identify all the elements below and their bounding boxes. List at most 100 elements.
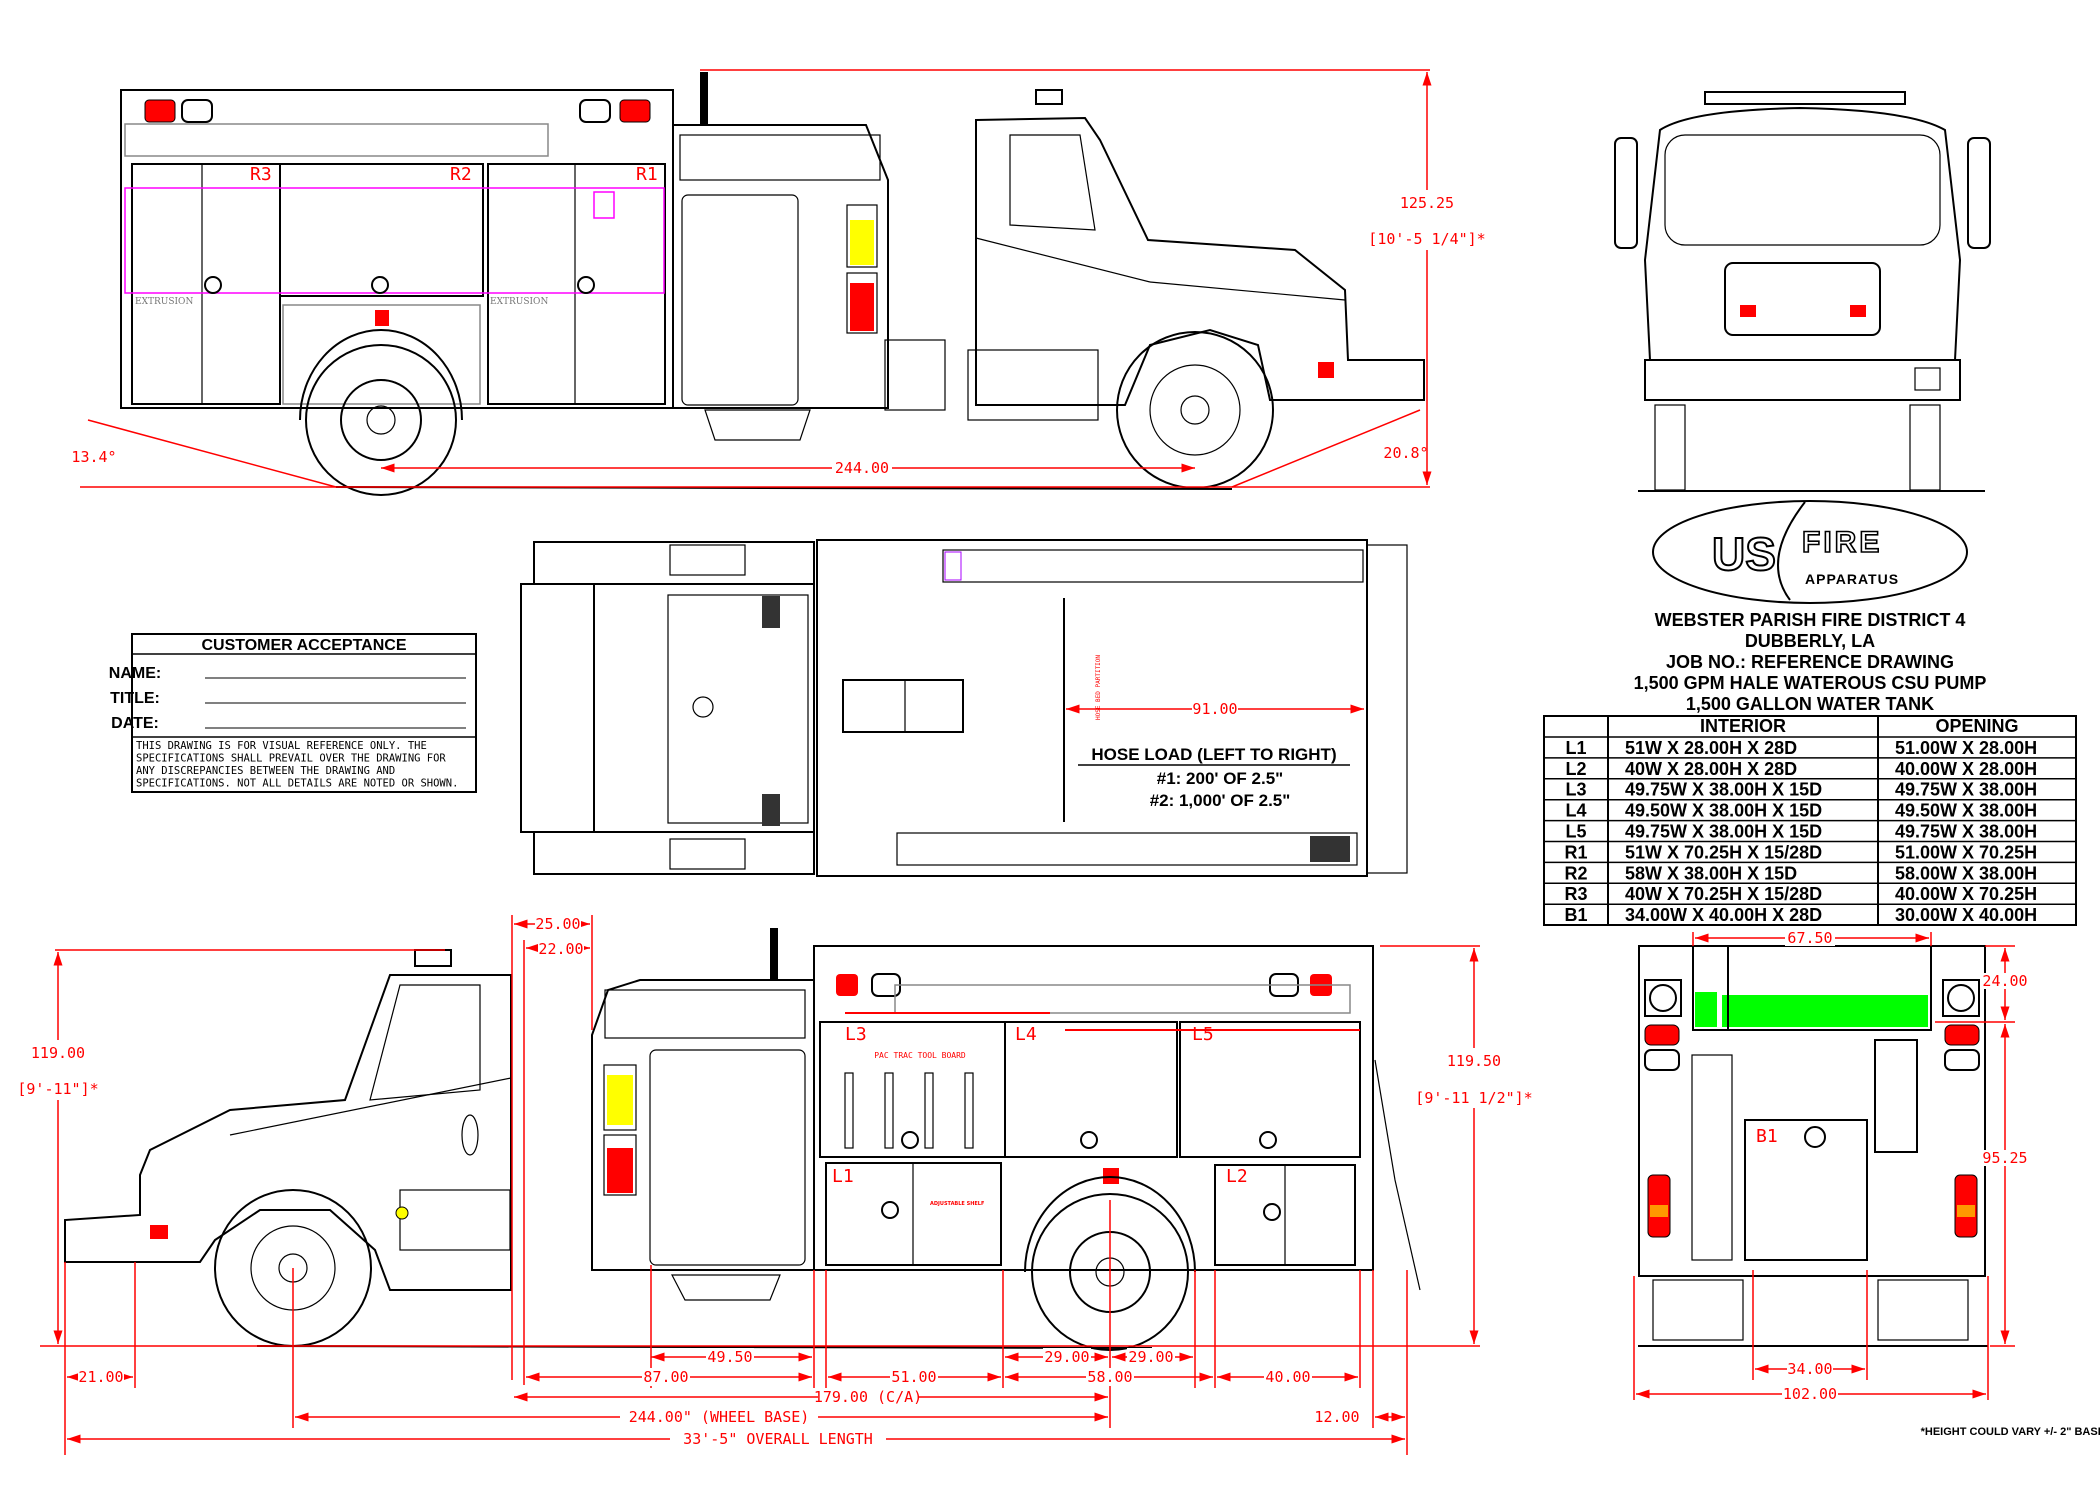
department-name: WEBSTER PARISH FIRE DISTRICT 4: [1655, 610, 1966, 630]
label-l5: L5: [1192, 1024, 1214, 1045]
svg-text:SPECIFICATIONS SHALL PREVAIL O: SPECIFICATIONS SHALL PREVAIL OVER THE DR…: [136, 753, 446, 765]
svg-text:58.00: 58.00: [1087, 1368, 1132, 1386]
height-footnote: *HEIGHT COULD VARY +/- 2" BASED ON LOADI…: [1921, 1426, 2100, 1438]
overall-length-dimension: 33'-5" OVERALL LENGTH: [683, 1430, 873, 1448]
marker-light: [375, 310, 389, 326]
svg-text:29.00: 29.00: [1044, 1348, 1089, 1366]
tool-board-brackets: [844, 1072, 974, 1149]
rear-view: B1 67.50 24.00 95.25 34.00 102.00: [1633, 929, 2028, 1403]
header-opening: OPENING: [1935, 716, 2018, 736]
header-interior: INTERIOR: [1700, 716, 1786, 736]
svg-text:29.00: 29.00: [1128, 1348, 1173, 1366]
cab-and-chassis: [967, 89, 1425, 421]
opening-dimensions: 40.00W X 70.25H: [1895, 884, 2037, 904]
warning-light: [619, 99, 651, 123]
opening-dimensions: 49.50W X 38.00H: [1895, 801, 2037, 821]
top-plan-view: HOSE BED PARTITION 91.00 HOSE LOAD (LEFT…: [520, 539, 1408, 877]
svg-text:22.00: 22.00: [538, 940, 583, 958]
svg-text:[9'-11"]*: [9'-11"]*: [17, 1080, 98, 1098]
date-label: DATE:: [111, 715, 159, 732]
svg-text:ANY DISCREPANCIES BETWEEN THE: ANY DISCREPANCIES BETWEEN THE DRAWING AN…: [136, 765, 395, 777]
front-view: [1614, 91, 1991, 492]
hose-load-2: #2: 1,000' OF 2.5": [1150, 791, 1291, 810]
interior-dimensions: 49.50W X 38.00H X 15D: [1625, 801, 1822, 821]
rear-steps: [1691, 1054, 1733, 1261]
label-l4: L4: [1015, 1024, 1037, 1045]
departure-angle: 20.8°: [1383, 444, 1428, 462]
front-wheel: [1116, 331, 1274, 489]
tank-spec: 1,500 GALLON WATER TANK: [1686, 694, 1934, 714]
svg-text:34.00: 34.00: [1787, 1360, 1832, 1378]
title-block: WEBSTER PARISH FIRE DISTRICT 4 DUBBERLY,…: [1634, 610, 1987, 714]
svg-text:119.00: 119.00: [31, 1044, 85, 1062]
opening-dimensions: 40.00W X 28.00H: [1895, 759, 2037, 779]
interior-dimensions: 49.75W X 38.00H X 15D: [1625, 780, 1822, 800]
compartment-id: L2: [1565, 759, 1586, 779]
label-r1: R1: [636, 164, 658, 185]
driver-side-view: L3 PAC TRAC TOOL BOARD L4 L5 L1 L2 ADJUS…: [17, 914, 1533, 1455]
cab-to-axle-dimension: 179.00 (C/A): [814, 1388, 922, 1406]
light-bar: [1704, 91, 1906, 105]
pump-spec: 1,500 GPM HALE WATEROUS CSU PUMP: [1634, 673, 1987, 693]
hose-load-title: HOSE LOAD (LEFT TO RIGHT): [1091, 745, 1336, 764]
compartment-id: R2: [1564, 863, 1587, 883]
mirror: [1967, 137, 1991, 249]
cab-and-chassis: [64, 949, 512, 1291]
tool-board-label: PAC TRAC TOOL BOARD: [874, 1051, 966, 1060]
deck-gun: [700, 72, 708, 124]
location: DUBBERLY, LA: [1745, 631, 1875, 651]
height-feet-dimension: [10'-5 1/4"]*: [1368, 230, 1485, 248]
warning-light: [144, 99, 176, 123]
opening-dimensions: 49.75W X 38.00H: [1895, 822, 2037, 842]
hose-bed-partition-label: HOSE BED PARTITION: [1095, 655, 1102, 720]
height-dimension: 125.25: [1400, 194, 1454, 212]
pump-house: [591, 928, 815, 1301]
marker-light: [181, 99, 213, 123]
officer-side-view: R3 R2 R1 EXTRUSION EXTRUSION 125.25 [10'…: [71, 69, 1486, 496]
interior-dimensions: 40W X 28.00H X 28D: [1625, 759, 1797, 779]
svg-text:40.00: 40.00: [1265, 1368, 1310, 1386]
svg-text:[9'-11 1/2"]*: [9'-11 1/2"]*: [1415, 1089, 1532, 1107]
front-bumper: [1644, 359, 1961, 401]
svg-text:12.00: 12.00: [1314, 1408, 1359, 1426]
compartment-l5: [1179, 1021, 1361, 1158]
label-l3: L3: [845, 1024, 867, 1045]
adjustable-shelf-label: ADJUSTABLE SHELF: [930, 1201, 984, 1207]
hose-bed-width-dimension: 67.50: [1787, 929, 1832, 947]
hose-load-1: #1: 200' OF 2.5": [1157, 769, 1283, 788]
svg-text:87.00: 87.00: [643, 1368, 688, 1386]
extrusion-label: EXTRUSION: [135, 297, 193, 307]
compartment-id: L1: [1565, 738, 1586, 758]
hose-bed-width-dimension: 91.00: [1192, 700, 1237, 718]
svg-text:APPARATUS: APPARATUS: [1805, 571, 1899, 587]
job-number: JOB NO.: REFERENCE DRAWING: [1666, 652, 1954, 672]
svg-text:24.00: 24.00: [1982, 972, 2027, 990]
svg-text:FIRE: FIRE: [1802, 526, 1882, 559]
extrusion-label: EXTRUSION: [490, 297, 548, 307]
label-r2: R2: [450, 164, 472, 185]
label-l1: L1: [832, 1166, 854, 1187]
rear-body: R3 R2 R1 EXTRUSION EXTRUSION: [120, 89, 674, 409]
pump-house: [672, 72, 946, 441]
interior-dimensions: 49.75W X 38.00H X 15D: [1625, 822, 1822, 842]
compartment-id: L5: [1565, 822, 1586, 842]
interior-dimensions: 40W X 70.25H X 15/28D: [1625, 884, 1822, 904]
compartment-id: R1: [1564, 842, 1587, 862]
svg-text:THIS DRAWING IS FOR VISUAL REF: THIS DRAWING IS FOR VISUAL REFERENCE ONL…: [136, 740, 427, 752]
compartment-id: B1: [1564, 905, 1587, 925]
label-l2: L2: [1226, 1166, 1248, 1187]
svg-text:49.50: 49.50: [707, 1348, 752, 1366]
label-r3: R3: [250, 164, 272, 185]
driver-side-dimensions: 25.00 22.00 119.00 [9'-11"]* 119.50 [9'-…: [17, 914, 1533, 1455]
overall-width-dimension: 102.00: [1783, 1385, 1837, 1403]
compartment-id: L3: [1565, 780, 1586, 800]
compartment-depth-outline: [124, 187, 665, 294]
acceptance-title: CUSTOMER ACCEPTANCE: [201, 637, 406, 654]
interior-dimensions: 58W X 38.00H X 15D: [1625, 863, 1797, 883]
windshield: [1664, 134, 1941, 246]
svg-text:25.00: 25.00: [535, 915, 580, 933]
opening-dimensions: 51.00W X 28.00H: [1895, 738, 2037, 758]
svg-text:51.00: 51.00: [891, 1368, 936, 1386]
rear-wheel: [305, 344, 457, 496]
